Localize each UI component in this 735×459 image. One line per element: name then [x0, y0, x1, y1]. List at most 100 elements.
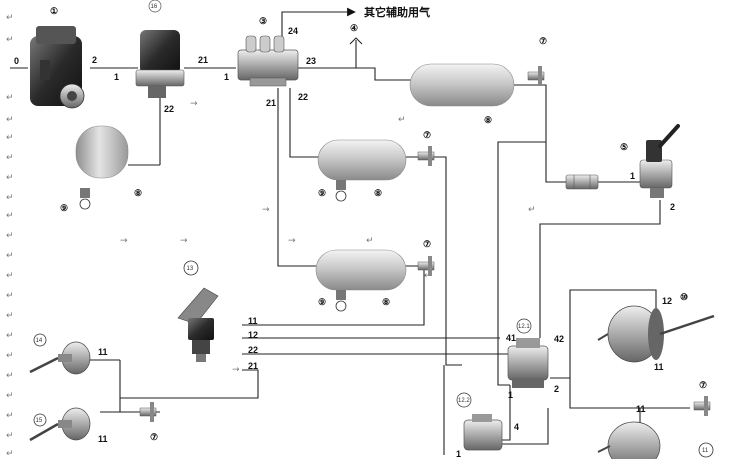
paragraph-mark: ↵	[6, 231, 14, 241]
label-c7-right: ⑦	[699, 380, 707, 390]
label-c14-circle	[33, 333, 47, 347]
pipe-relay2	[500, 385, 511, 441]
port-21a: 21	[198, 55, 208, 65]
arrow-mark: →	[288, 236, 296, 246]
label-c5: ⑤	[620, 142, 628, 152]
dryer-valve	[148, 86, 166, 98]
relay-valve: 12.1	[507, 318, 549, 388]
brake-chamber-front-upper: 14	[29, 333, 91, 375]
label-c10: ⑩	[680, 292, 688, 302]
port-23: 23	[306, 56, 316, 66]
label-c7-low: ⑦	[423, 239, 431, 249]
arrow-mark: →	[190, 99, 198, 109]
air-lines	[10, 7, 690, 455]
pipe-tank-relay	[497, 141, 546, 386]
port-1d: 1	[508, 390, 513, 400]
pipe-low-tank-brake	[242, 265, 425, 326]
label-c11-circle	[698, 442, 714, 458]
paragraph-mark: ↵	[6, 173, 14, 183]
label-c9-regen: ⑨	[60, 203, 68, 213]
paragraph-mark: ↵	[6, 291, 14, 301]
test-port-right: ⑦	[693, 380, 711, 416]
pipe-tank-handvalve	[514, 84, 570, 183]
label-c8-mid: ⑧	[374, 188, 382, 198]
label-c15-circle	[33, 413, 47, 427]
port-11e: 11	[98, 434, 108, 444]
label-c14: 14	[36, 338, 43, 344]
air-tank-front: ⑧	[409, 63, 515, 125]
auxiliary-air-label: 其它辅助用气	[364, 5, 430, 19]
drain-valve-low: ⑨	[318, 290, 347, 312]
spring-brake-chamber: ⑩	[597, 292, 715, 363]
paragraph-mark: ↵	[6, 251, 14, 261]
label-c15: 15	[36, 418, 43, 424]
paragraph-mark: ↵	[6, 35, 14, 45]
port-11a: 11	[248, 316, 258, 326]
foot-brake-valve: 13	[177, 260, 219, 362]
paragraph-mark: ↵	[6, 449, 14, 459]
port-11b: 11	[654, 362, 664, 372]
port-0: 0	[14, 56, 19, 66]
dryer-base	[135, 69, 185, 87]
label-c13-circle	[183, 260, 199, 276]
label-c9-low: ⑨	[318, 297, 326, 307]
test-port-front: ⑦	[527, 36, 547, 86]
port-1c: 1	[630, 171, 635, 181]
label-c13: 13	[187, 266, 194, 272]
pipe-relay2-out	[500, 408, 549, 445]
port-2a: 2	[92, 55, 97, 65]
pipe-relay-right	[569, 378, 690, 409]
test-port-left: ⑦	[139, 402, 158, 442]
port-24: 24	[288, 26, 298, 36]
test-port-low: ⑦	[417, 239, 435, 276]
label-c4: ④	[350, 23, 358, 33]
paragraph-mark: ↵	[6, 391, 14, 401]
paragraph-mark: ↵	[366, 236, 374, 246]
pressure-tee: ④	[349, 23, 363, 45]
port-12a: 12	[248, 330, 258, 340]
arrow-mark: →	[232, 365, 240, 375]
paragraph-mark: ↵	[6, 211, 14, 221]
port-11d: 11	[98, 347, 108, 357]
label-c12-1: 12.1	[518, 324, 530, 330]
port-1e: 1	[456, 449, 461, 459]
label-c3: ③	[259, 16, 267, 26]
air-dryer: 16	[135, 0, 185, 98]
label-c9-mid: ⑨	[318, 188, 326, 198]
arrow-mark: →	[180, 236, 188, 246]
air-tank-regen: ⑧	[75, 125, 142, 198]
port-21b: 21	[266, 98, 276, 108]
label-c8-front: ⑧	[484, 115, 492, 125]
valve-body	[237, 49, 299, 81]
drain-valve-mid: ⑨	[318, 180, 347, 202]
paragraph-mark: ↵	[6, 431, 14, 441]
dryer-canister	[140, 30, 180, 74]
label-c16: 16	[151, 4, 158, 10]
pipe-valve-tank-low	[277, 88, 318, 267]
port-22a: 22	[164, 104, 174, 114]
hand-brake-lever	[658, 124, 680, 148]
margin-paragraph-marks: ↵ ↵ ↵ ↵ ↵ ↵ ↵ ↵ ↵ ↵ ↵ ↵ ↵ ↵ ↵ ↵ ↵ ↵ ↵ ↵ …	[6, 13, 536, 459]
label-c1: ①	[50, 6, 58, 16]
air-compressor: ①	[30, 6, 85, 109]
four-circuit-valve: ③	[237, 16, 299, 87]
port-4: 4	[514, 422, 519, 432]
paragraph-mark: ↵	[6, 115, 14, 125]
arrow-mark: →	[262, 205, 270, 215]
label-c11: 11	[702, 448, 709, 454]
compressor-head	[36, 26, 76, 44]
label-c7-left: ⑦	[150, 432, 158, 442]
label-c12-2: 12.2	[458, 398, 470, 404]
brake-chamber-front-lower: 15	[29, 407, 91, 442]
pipe-relay-chamber	[550, 289, 657, 379]
port-12b: 12	[662, 296, 672, 306]
paragraph-mark: ↵	[6, 351, 14, 361]
paragraph-mark: ↵	[6, 93, 14, 103]
relay-valve-2: 12.2	[456, 392, 503, 451]
paragraph-mark: ↵	[6, 193, 14, 203]
pipe-valve-tank-mid	[289, 88, 320, 158]
port-42: 42	[554, 334, 564, 344]
hand-brake-valve: ⑤	[620, 124, 680, 198]
